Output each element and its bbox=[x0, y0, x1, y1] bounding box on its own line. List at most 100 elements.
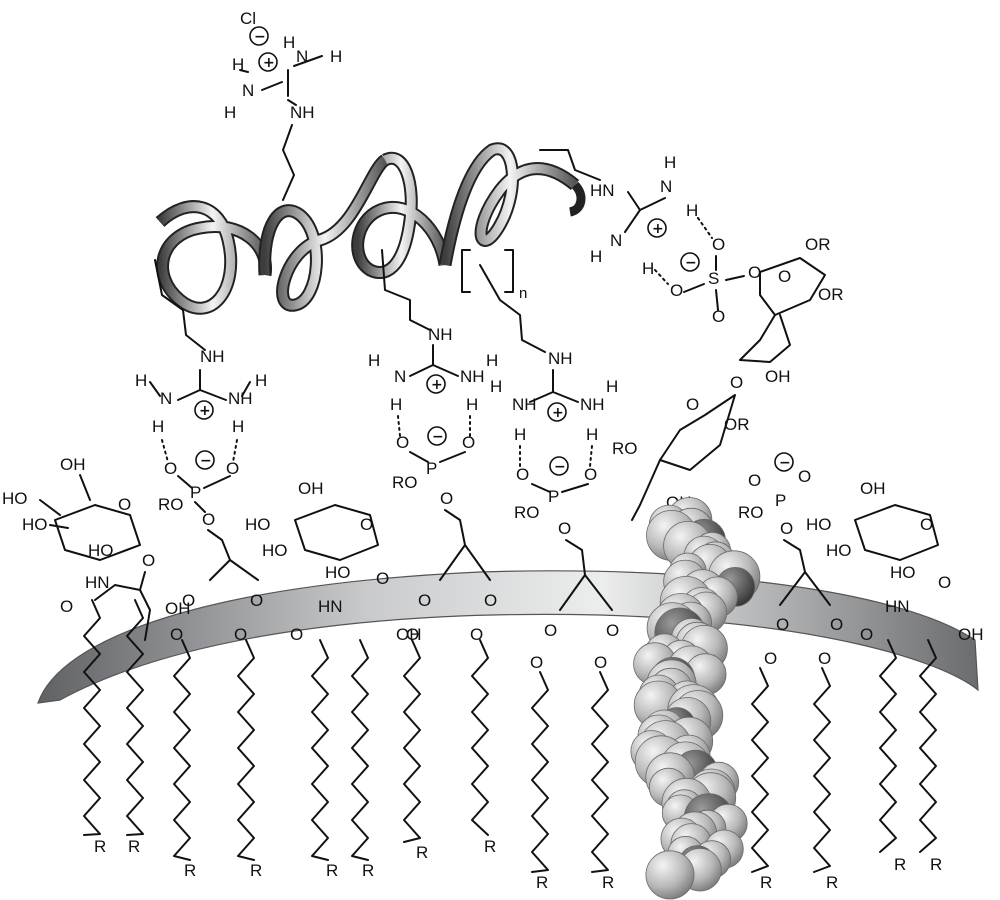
glc-r-o-ring: O bbox=[920, 515, 933, 534]
r-label-5: R bbox=[326, 861, 338, 880]
glycan-o-ring-2: O bbox=[686, 395, 699, 414]
lipid-tails bbox=[83, 599, 937, 873]
top-guanidinium-group: Cl − + N H H H N H NH bbox=[224, 9, 342, 201]
sulfate-guanidinium-pair: HN H N H N H H + O O O O S − bbox=[539, 149, 761, 326]
top-h-label-3: H bbox=[232, 55, 244, 74]
ester-o-16: O bbox=[818, 649, 831, 668]
ester-o-5: O bbox=[418, 591, 431, 610]
sulf-o-1: O bbox=[712, 235, 725, 254]
lipid-tail-11 bbox=[751, 667, 769, 873]
glc-m-ho-3: HO bbox=[325, 563, 351, 582]
glc-l-ho-2: HO bbox=[22, 515, 48, 534]
repeat-bracket: n bbox=[461, 249, 527, 302]
lipid-tail-9 bbox=[531, 671, 549, 873]
mid-h-1: H bbox=[368, 351, 380, 370]
right-free-phosphate: − O O P RO O bbox=[738, 452, 831, 606]
lipid-tail-7 bbox=[403, 639, 421, 843]
glc-l-ho-3: HO bbox=[88, 541, 114, 560]
top-n-label: N bbox=[242, 81, 254, 100]
ester-o-9: O bbox=[544, 621, 557, 640]
glc-r-oh-1: OH bbox=[860, 479, 886, 498]
ester-o-13: O bbox=[776, 615, 789, 634]
glucose-ring-left: OH HO HO HO O O HN O OH bbox=[2, 455, 191, 641]
r-label-11: R bbox=[760, 873, 772, 892]
mid-h-2: H bbox=[486, 351, 498, 370]
left-nh-2: NH bbox=[228, 389, 253, 408]
guanidinium-charge-top: + bbox=[263, 55, 275, 71]
glc-r-ho-3: HO bbox=[890, 563, 916, 582]
left-o-1: O bbox=[164, 459, 177, 478]
ester-labels: O O O O O O O O O O O O O O O O bbox=[170, 591, 843, 672]
glycan-o-ring-1: O bbox=[778, 267, 791, 286]
lipid-tail-5 bbox=[311, 639, 329, 861]
lipid-tail-12 bbox=[813, 667, 831, 873]
mid-nh-label: NH bbox=[428, 325, 453, 344]
glc-m-o-ring: O bbox=[360, 515, 373, 534]
left-h-1: H bbox=[135, 371, 147, 390]
glc-m-o-carbonyl: O bbox=[290, 625, 303, 644]
mid-nh-2: NH bbox=[460, 367, 485, 386]
glc-m-hn: HN bbox=[318, 597, 343, 616]
left-plus: + bbox=[199, 403, 211, 419]
glc-r-o-link: O bbox=[938, 573, 951, 592]
glycan-or-2: OR bbox=[818, 285, 844, 304]
glc-m-ho-2: HO bbox=[262, 541, 288, 560]
left-h-4: H bbox=[232, 417, 244, 436]
glc-l-hn: HN bbox=[85, 573, 110, 592]
ester-o-7: O bbox=[484, 591, 497, 610]
mid-o-3: O bbox=[440, 489, 453, 508]
ester-o-12: O bbox=[594, 653, 607, 672]
tail-r-labels: R R R R R R R R R R R R R R bbox=[94, 837, 942, 892]
ester-o-2: O bbox=[170, 625, 183, 644]
glc-l-o-carbonyl: O bbox=[60, 597, 73, 616]
glc-m-ho-1: HO bbox=[245, 515, 271, 534]
top-nh-link-label: NH bbox=[290, 103, 315, 122]
glc-l-o-ring: O bbox=[118, 495, 131, 514]
chloride-label: Cl bbox=[240, 9, 256, 28]
glc-m-oh-2: OH bbox=[396, 625, 422, 644]
sulf-h-1: H bbox=[664, 153, 676, 172]
lipid-tail-10 bbox=[591, 671, 609, 873]
sulf-minus: − bbox=[685, 255, 697, 271]
r-label-4: R bbox=[250, 861, 262, 880]
left-h-3: H bbox=[152, 417, 164, 436]
free-phos-o-1: O bbox=[748, 471, 761, 490]
right-nh-label: NH bbox=[548, 349, 573, 368]
left-p: P bbox=[190, 483, 201, 502]
ester-o-11: O bbox=[606, 621, 619, 640]
r-label-8: R bbox=[484, 837, 496, 856]
free-phos-o-2: O bbox=[798, 467, 811, 486]
top-h-label-4: H bbox=[224, 103, 236, 122]
left-ro: RO bbox=[158, 495, 184, 514]
left-h-2: H bbox=[255, 371, 267, 390]
sulf-plus: + bbox=[652, 221, 664, 237]
sulf-s: S bbox=[708, 269, 719, 288]
free-phos-ro: RO bbox=[738, 503, 764, 522]
lipid-tail-2 bbox=[126, 599, 144, 836]
mid-n-1: N bbox=[394, 367, 406, 386]
lipid-tail-13 bbox=[879, 639, 897, 853]
left-guanidinium-phosphate-pair: NH H H N NH H H + O O − P RO O bbox=[135, 259, 267, 581]
sulf-h-2: H bbox=[686, 201, 698, 220]
r-label-2: R bbox=[128, 837, 140, 856]
left-o-3: O bbox=[202, 510, 215, 529]
left-nh-label: NH bbox=[200, 347, 225, 366]
right-h-3: H bbox=[514, 425, 526, 444]
ester-o-6: O bbox=[406, 625, 419, 644]
right-ro: RO bbox=[514, 503, 540, 522]
right-h-4: H bbox=[586, 425, 598, 444]
r-label-9: R bbox=[536, 873, 548, 892]
r-label-1: R bbox=[94, 837, 106, 856]
mid-plus: + bbox=[431, 377, 443, 393]
glc-l-o-link: O bbox=[142, 551, 155, 570]
mid-minus: − bbox=[432, 429, 444, 445]
lipid-tail-4 bbox=[237, 639, 255, 861]
left-n-1: N bbox=[160, 389, 172, 408]
glc-r-ho-2: HO bbox=[826, 541, 852, 560]
r-label-14: R bbox=[930, 855, 942, 874]
ester-o-3: O bbox=[250, 591, 263, 610]
top-h-label-2: H bbox=[330, 47, 342, 66]
r-label-6: R bbox=[362, 861, 374, 880]
mid-o-2: O bbox=[462, 433, 475, 452]
